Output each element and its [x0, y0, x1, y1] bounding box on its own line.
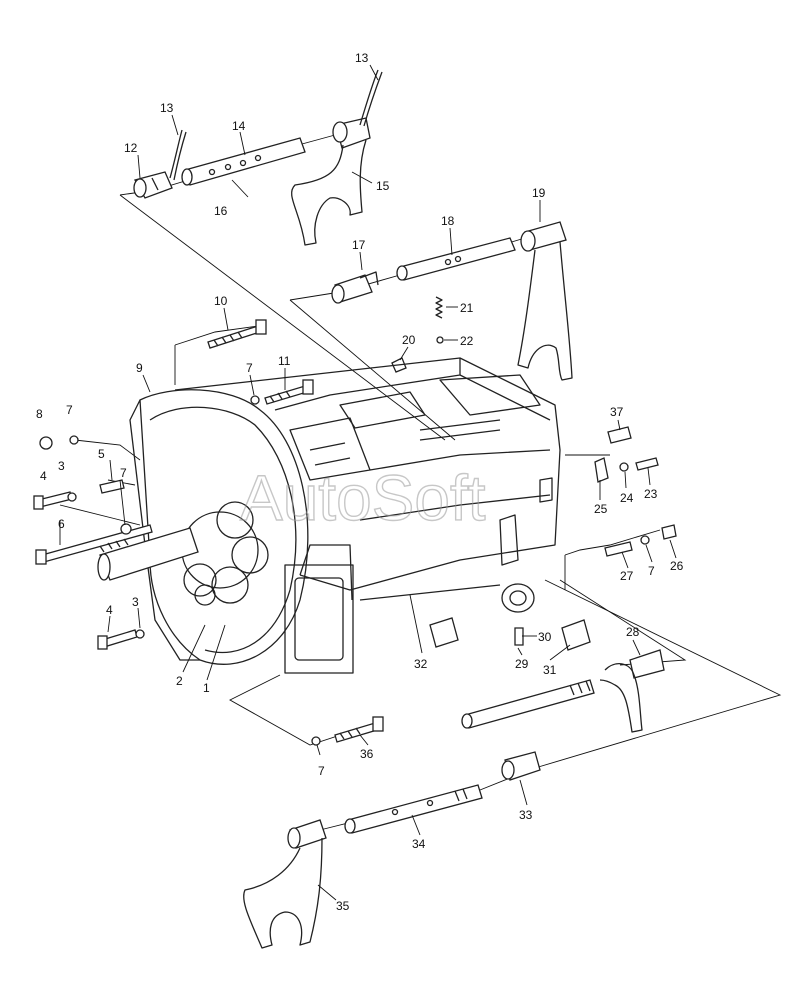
transmission-housing — [174, 357, 561, 674]
callout-5: 5 — [98, 447, 105, 461]
callout-28: 28 — [626, 625, 640, 639]
callout-4-lower: 4 — [106, 603, 113, 617]
callout-4-upper: 4 — [40, 469, 47, 483]
plate-25 — [594, 457, 609, 483]
callout-leaders — [59, 64, 677, 901]
washer-7-left — [69, 435, 79, 445]
callout-37: 37 — [610, 405, 624, 419]
callout-17: 17 — [352, 238, 366, 252]
callout-25: 25 — [594, 502, 608, 516]
washer-7-upper — [250, 395, 260, 405]
callout-26: 26 — [670, 559, 684, 573]
callout-19: 19 — [532, 186, 546, 200]
callout-7-bottom: 7 — [318, 764, 325, 778]
bushing-32 — [429, 617, 459, 648]
callout-16: 16 — [214, 204, 228, 218]
bushing-31 — [561, 619, 591, 651]
callout-3-lower: 3 — [132, 595, 139, 609]
bolt-36 — [334, 716, 384, 743]
callout-35: 35 — [336, 899, 350, 913]
shift-rail-14 — [181, 137, 306, 186]
callout-20: 20 — [402, 333, 416, 347]
bolt-23 — [635, 457, 659, 471]
callout-29: 29 — [515, 657, 529, 671]
washer-24 — [619, 462, 629, 472]
shift-fork-28 — [599, 649, 665, 733]
shift-fork-15 — [291, 117, 371, 246]
callout-31: 31 — [543, 663, 557, 677]
callout-2: 2 — [176, 674, 183, 688]
callout-13-upper-left: 13 — [160, 101, 174, 115]
bolt-4-lower — [97, 629, 138, 650]
callout-1: 1 — [203, 681, 210, 695]
pin-37 — [607, 426, 632, 444]
callout-30: 30 — [538, 630, 552, 644]
callout-24: 24 — [620, 491, 634, 505]
callout-labels: 13 13 14 12 15 16 19 18 17 21 22 20 10 9… — [36, 51, 684, 913]
lock-wire-13 — [169, 69, 383, 181]
watermark-text: AutoSoft — [240, 462, 486, 534]
callout-7-upper: 7 — [246, 361, 253, 375]
callout-22: 22 — [460, 334, 474, 348]
callout-36: 36 — [360, 747, 374, 761]
callout-10: 10 — [214, 294, 228, 308]
callout-12: 12 — [124, 141, 138, 155]
washer-3-upper — [67, 492, 77, 502]
spring-21 — [435, 296, 443, 319]
washer-3-lower — [135, 629, 145, 639]
shift-fork-19 — [517, 221, 573, 381]
callout-9: 9 — [136, 361, 143, 375]
callout-7-right: 7 — [648, 564, 655, 578]
shift-block-33 — [501, 751, 541, 781]
bolt-27 — [604, 541, 633, 557]
bearing-seat — [501, 583, 535, 613]
shift-rail-29 — [461, 679, 595, 729]
washer-7-mid — [120, 523, 132, 535]
bolt-30 — [514, 627, 524, 646]
shift-fork-35 — [243, 819, 327, 949]
washer-7-right — [640, 535, 650, 545]
callout-32: 32 — [414, 657, 428, 671]
bolt-10 — [207, 319, 267, 349]
input-shaft — [97, 527, 199, 581]
callout-18: 18 — [441, 214, 455, 228]
callout-11: 11 — [278, 354, 291, 368]
callout-3-upper: 3 — [58, 459, 65, 473]
bell-housing-9 — [129, 389, 309, 665]
callout-6: 6 — [58, 517, 65, 531]
callout-8: 8 — [36, 407, 43, 421]
shift-block-12 — [133, 171, 173, 199]
callout-34: 34 — [412, 837, 426, 851]
callout-14: 14 — [232, 119, 246, 133]
bolt-11 — [264, 379, 314, 405]
shift-rail-18 — [396, 237, 516, 281]
callout-15: 15 — [376, 179, 390, 193]
callout-7-left: 7 — [66, 403, 73, 417]
callout-23: 23 — [644, 487, 658, 501]
callout-21: 21 — [460, 301, 474, 315]
callout-27: 27 — [620, 569, 634, 583]
nut-8 — [39, 436, 53, 450]
shift-rail-34 — [344, 784, 483, 834]
callout-33: 33 — [519, 808, 533, 822]
washer-7-bottom — [311, 736, 321, 746]
pin-5 — [99, 479, 125, 494]
plug-26 — [661, 524, 677, 540]
shift-block-17 — [331, 271, 379, 304]
ball-22 — [436, 336, 444, 344]
callout-7-mid: 7 — [120, 466, 127, 480]
callout-13-upper-right: 13 — [355, 51, 369, 65]
